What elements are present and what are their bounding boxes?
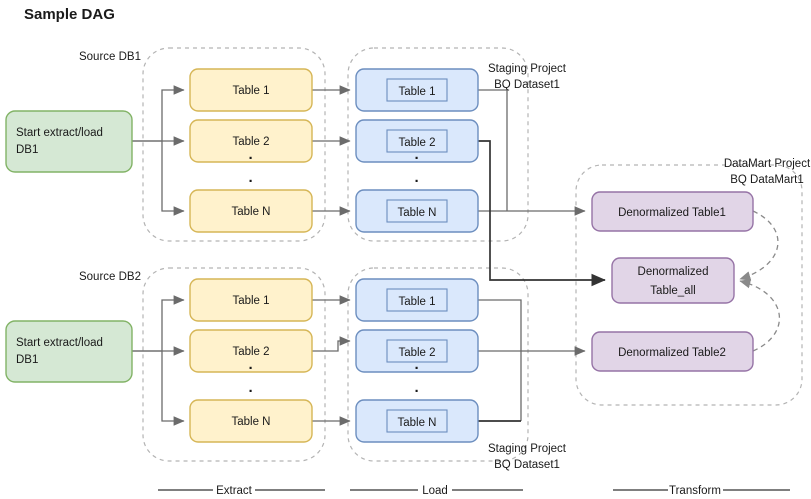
edge-staging-bottom-merge [478, 299, 522, 421]
node-start-extract-load-1[interactable]: Start extract/load DB1 [5, 110, 133, 173]
extract-top-1-label: Table 1 [232, 85, 269, 97]
ellipsis-load-top-2: · [415, 173, 420, 190]
container-source-db1 [142, 47, 326, 242]
node-load-top-2[interactable]: Table 2 [355, 119, 479, 163]
ellipsis-extract-bottom-1: · [249, 360, 254, 377]
container-source-db2 [142, 267, 326, 462]
load-top-n-label: Table N [398, 207, 437, 219]
edge-staging-top-merge [478, 89, 508, 211]
label-staging-bottom-line1: Staging Project [488, 443, 567, 455]
extract-top-2-label: Table 2 [232, 136, 269, 148]
ellipsis-extract-bottom-2: · [249, 383, 254, 400]
node-load-bottom-1[interactable]: Table 1 [355, 278, 479, 322]
extract-bottom-1-label: Table 1 [232, 295, 269, 307]
ellipsis-load-bottom-2: · [415, 383, 420, 400]
edge-table2-top-to-all [478, 140, 606, 287]
container-staging-top [347, 47, 529, 242]
label-source-db1: Source DB1 [79, 51, 141, 63]
denormalized-table-all-line2: Table_all [650, 285, 695, 297]
node-extract-bottom-n[interactable]: Table N [189, 399, 313, 443]
edge-dashed-t2-to-all [739, 278, 780, 352]
label-datamart-line2: BQ DataMart1 [730, 174, 804, 186]
node-extract-top-2[interactable]: Table 2 [189, 119, 313, 163]
phase-label-transform: Transform [669, 485, 721, 497]
node-load-top-1[interactable]: Table 1 [355, 68, 479, 112]
label-staging-top-line2: BQ Dataset1 [494, 79, 560, 91]
label-datamart-line1: DataMart Project [724, 158, 811, 170]
start-node-1-line1: Start extract/load [16, 127, 103, 139]
denormalized-table-all-line1: Denormalized [638, 266, 709, 278]
load-top-1-label: Table 1 [398, 86, 435, 98]
label-source-db2: Source DB2 [79, 271, 141, 283]
ellipsis-load-top-1: · [415, 150, 420, 167]
phase-label-extract: Extract [216, 485, 253, 497]
container-datamart [575, 164, 803, 406]
node-load-bottom-2[interactable]: Table 2 [355, 329, 479, 373]
load-bottom-n-label: Table N [398, 417, 437, 429]
node-extract-bottom-2[interactable]: Table 2 [189, 329, 313, 373]
node-extract-top-n[interactable]: Table N [189, 189, 313, 233]
node-extract-top-1[interactable]: Table 1 [189, 68, 313, 112]
edge-start1-to-tN [161, 141, 185, 216]
edge-start2-to-t1 [132, 295, 185, 352]
page-title: Sample DAG [24, 6, 115, 23]
node-start-extract-load-2[interactable]: Start extract/load DB1 [5, 320, 133, 383]
node-load-top-n[interactable]: Table N [355, 189, 479, 233]
extract-bottom-2-label: Table 2 [232, 346, 269, 358]
load-top-2-label: Table 2 [398, 137, 435, 149]
extract-top-n-label: Table N [232, 206, 271, 218]
phase-label-load: Load [422, 485, 448, 497]
start-node-2-line1: Start extract/load [16, 337, 103, 349]
ellipsis-extract-top-2: · [249, 173, 254, 190]
container-staging-bottom [347, 267, 529, 462]
ellipsis-extract-top-1: · [249, 150, 254, 167]
edge-e2b-to-l2b [312, 336, 351, 352]
node-denormalized-table2[interactable]: Denormalized Table2 [591, 331, 754, 372]
denormalized-table2-label: Denormalized Table2 [618, 347, 726, 359]
extract-bottom-n-label: Table N [232, 416, 271, 428]
load-bottom-2-label: Table 2 [398, 347, 435, 359]
label-staging-bottom-line2: BQ Dataset1 [494, 459, 560, 471]
node-denormalized-table-all[interactable]: Denormalized Table_all [611, 257, 735, 304]
start-node-2-line2: DB1 [16, 354, 38, 366]
denormalized-table1-label: Denormalized Table1 [618, 207, 726, 219]
ellipsis-load-bottom-1: · [415, 360, 420, 377]
start-node-1-line2: DB1 [16, 144, 38, 156]
edge-start2-to-tN [161, 351, 185, 426]
edge-start1-to-t1 [132, 85, 185, 142]
node-denormalized-table1[interactable]: Denormalized Table1 [591, 191, 754, 232]
edge-dashed-t1-to-all [739, 210, 779, 281]
node-load-bottom-n[interactable]: Table N [355, 399, 479, 443]
label-staging-top-line1: Staging Project [488, 63, 567, 75]
load-bottom-1-label: Table 1 [398, 296, 435, 308]
node-extract-bottom-1[interactable]: Table 1 [189, 278, 313, 322]
